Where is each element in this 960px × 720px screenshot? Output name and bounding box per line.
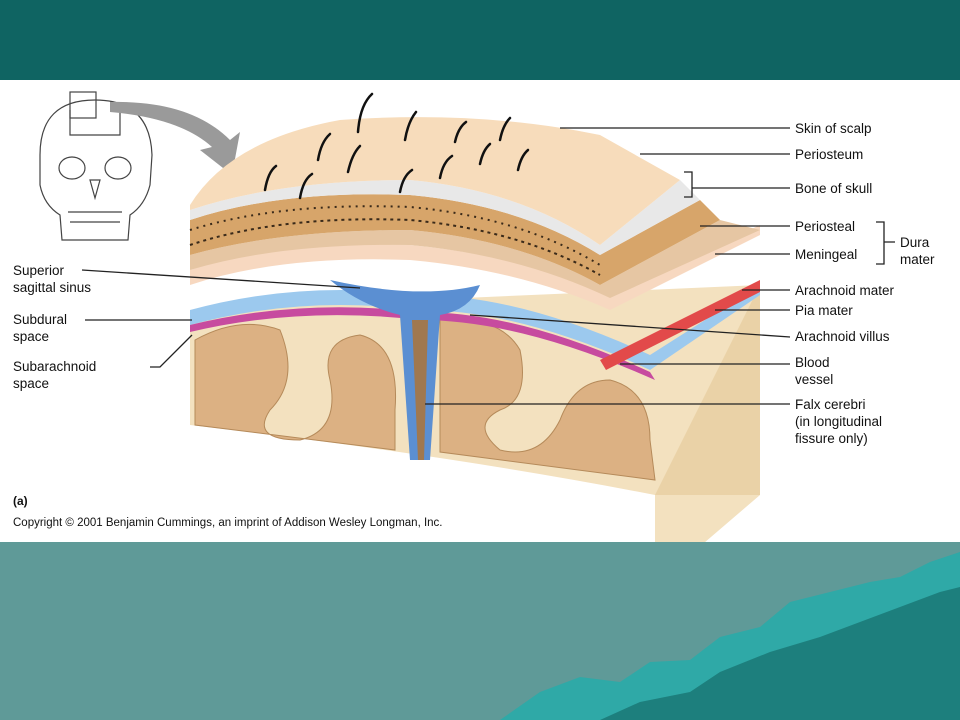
label-periosteum: Periosteum — [795, 147, 864, 162]
label-periosteal: Periosteal — [795, 219, 856, 234]
label-blood: Blood — [795, 355, 830, 370]
label-subarachnoid-space: space — [13, 376, 50, 391]
label-subdural: Subdural — [13, 312, 68, 327]
label-arachnoid-villus: Arachnoid villus — [795, 329, 890, 344]
label-arachnoid-mater: Arachnoid mater — [795, 283, 895, 298]
label-dura-mater: mater — [900, 252, 935, 267]
label-bone-of-skull: Bone of skull — [795, 181, 873, 196]
skull-icon — [39, 91, 153, 241]
falx-cerebri — [330, 280, 480, 460]
label-falx-line2: (in longitudinal — [795, 414, 883, 429]
label-falx-line3: fissure only) — [795, 431, 868, 446]
header-bar — [0, 0, 960, 80]
label-superior: Superior — [13, 263, 65, 278]
cortex-gyri — [194, 318, 656, 481]
meningeal-layers — [190, 285, 760, 380]
label-falx-cerebri: Falx cerebri — [795, 397, 866, 412]
label-vessel: vessel — [795, 372, 834, 387]
label-subarachnoid: Subarachnoid — [13, 359, 97, 374]
panel-letter: (a) — [13, 494, 28, 508]
scalp-hairs — [263, 92, 530, 200]
meninges-figure: Skin of scalp Periosteum Bone of skull P… — [0, 80, 960, 542]
label-skin-of-scalp: Skin of scalp — [795, 121, 872, 136]
copyright-text: Copyright © 2001 Benjamin Cummings, an i… — [13, 517, 443, 529]
label-sagittal-sinus: sagittal sinus — [13, 280, 92, 295]
scalp-layers — [189, 117, 760, 310]
meninges-diagram — [39, 91, 895, 542]
mountain-decoration — [500, 552, 960, 720]
label-pia-mater: Pia mater — [795, 303, 853, 318]
blood-vessel — [600, 280, 760, 370]
leader-lines — [81, 127, 895, 405]
background-band — [0, 542, 960, 720]
label-meningeal: Meningeal — [795, 247, 858, 262]
label-dura: Dura — [900, 235, 930, 250]
label-subdural-space: space — [13, 329, 50, 344]
